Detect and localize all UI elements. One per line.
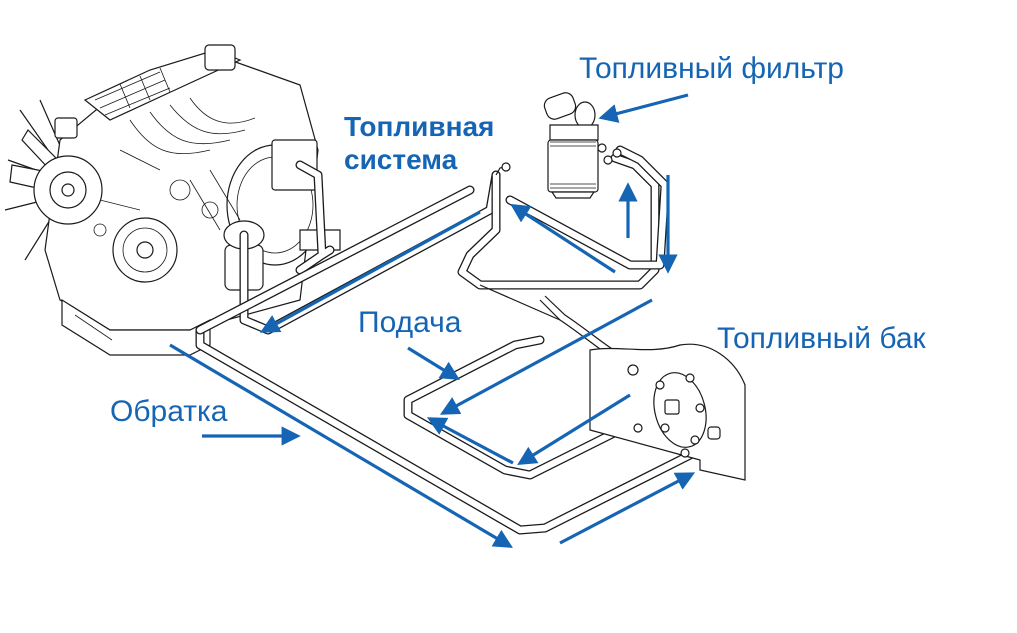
arrow-supply-diag	[517, 393, 631, 466]
arrow-tank-out	[439, 298, 653, 415]
fuel-tank-drawing	[589, 343, 746, 481]
arrow-filter-pointer	[598, 93, 689, 123]
label-return: Обратка	[110, 395, 228, 428]
arrow-return-main	[169, 343, 513, 548]
engine-drawing	[4, 44, 341, 356]
label-fuel-tank: Топливный бак	[717, 322, 926, 355]
label-fuel-filter: Топливный фильтр	[579, 52, 844, 85]
fuel-filter-drawing	[543, 92, 622, 199]
label-fuel-system-line1: Топливная	[344, 111, 495, 142]
arrow-return-to-tank	[559, 472, 696, 545]
label-fuel-system-line2: система	[344, 144, 458, 176]
flow-arrows	[169, 93, 696, 548]
label-supply: Подача	[358, 306, 462, 339]
arrow-supply-left	[426, 417, 514, 465]
label-fuel-system: Топливная система	[344, 110, 494, 176]
arrow-to-engine	[259, 210, 481, 333]
arrow-supply-pointer	[407, 346, 460, 381]
arrow-supply-to-filter	[510, 203, 616, 274]
